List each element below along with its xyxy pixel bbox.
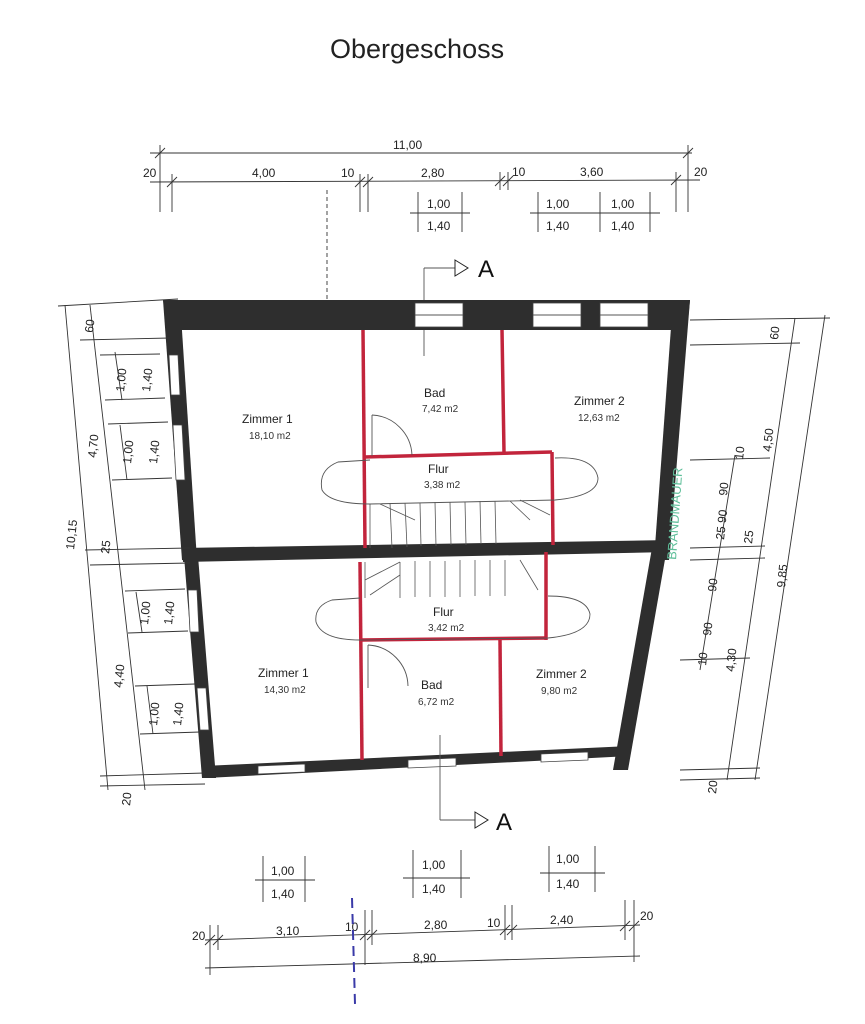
room-name-upper-bad: Bad: [424, 386, 445, 400]
dim-left-100-d: 1,00: [146, 701, 162, 726]
room-area-upper-zimmer1: 18,10 m2: [249, 431, 291, 442]
dim-left-470: 4,70: [85, 433, 101, 458]
brandmauer-stamp: BRANDMAUER: [664, 467, 685, 560]
dim-top-win1-h: 1,40: [427, 219, 451, 233]
room-area-upper-bad: 7,42 m2: [422, 404, 459, 415]
building-walls: [163, 300, 690, 778]
room-name-upper-zimmer2: Zimmer 2: [574, 394, 625, 408]
section-label-top: A: [478, 256, 494, 283]
dim-bottom-310: 3,10: [276, 924, 300, 938]
room-name-lower-flur: Flur: [433, 605, 454, 619]
dim-bottom-win2-w: 1,00: [422, 858, 446, 872]
dim-left-20: 20: [119, 791, 134, 806]
dim-right-25: 25: [741, 529, 756, 544]
dim-top-total: 11,00: [393, 138, 422, 152]
dim-right-60: 60: [767, 325, 782, 340]
section-marker-bottom: A: [439, 735, 512, 836]
dim-top-win2-w: 1,00: [546, 197, 570, 211]
right-dimensions: 60 4,50 10 90 25 90 25 9,85 90 90 10 4,3…: [679, 314, 831, 794]
dim-top-win3-w: 1,00: [611, 197, 635, 211]
dim-right-20: 20: [705, 779, 720, 794]
section-label-bottom: A: [496, 809, 512, 836]
room-name-upper-zimmer1: Zimmer 1: [242, 412, 293, 426]
dim-left-1015: 10,15: [63, 519, 80, 551]
dim-bottom-240: 2,40: [550, 913, 574, 927]
dim-bottom-win2-h: 1,40: [422, 882, 446, 896]
dim-bottom-20-left: 20: [192, 929, 206, 943]
dim-bottom-10-a: 10: [345, 920, 359, 934]
dim-top-win2-h: 1,40: [546, 219, 570, 233]
dim-top-20-left: 20: [143, 166, 157, 180]
room-labels: Zimmer 1 18,10 m2 Bad 7,42 m2 Zimmer 2 1…: [242, 386, 625, 708]
dim-top-win1-w: 1,00: [427, 197, 451, 211]
dim-top-280: 2,80: [421, 166, 445, 180]
dim-right-90-b: 90: [705, 577, 720, 592]
dim-bottom-win1-h: 1,40: [271, 887, 295, 901]
dim-top-20-right: 20: [694, 165, 708, 179]
room-area-lower-bad: 6,72 m2: [418, 697, 455, 708]
plan-title: Obergeschoss: [330, 34, 504, 64]
room-area-upper-flur: 3,38 m2: [424, 480, 461, 491]
dim-right-430: 4,30: [723, 647, 739, 672]
room-area-lower-zimmer1: 14,30 m2: [264, 685, 306, 696]
dim-left-60: 60: [82, 318, 97, 333]
doors-and-stairs: [315, 414, 599, 688]
dim-right-10-a: 10: [732, 445, 747, 460]
dim-top-400: 4,00: [252, 166, 276, 180]
dim-top-10-b: 10: [512, 165, 526, 179]
room-area-upper-zimmer2: 12,63 m2: [578, 413, 620, 424]
dim-bottom-20-right: 20: [640, 909, 654, 923]
room-area-lower-flur: 3,42 m2: [428, 623, 465, 634]
bottom-dimensions: 1,00 1,40 1,00 1,40 1,00 1,40 20 3,10 1: [192, 846, 654, 975]
room-name-upper-flur: Flur: [428, 462, 449, 476]
dim-left-140-b: 1,40: [146, 439, 162, 464]
dim-left-25: 25: [98, 539, 113, 554]
dim-right-90-a: 90: [716, 481, 731, 496]
dim-left-140-a: 1,40: [139, 367, 155, 392]
dim-right-985: 9,85: [774, 563, 790, 588]
dim-left-100-b: 1,00: [120, 439, 136, 464]
room-name-lower-bad: Bad: [421, 678, 442, 692]
left-dimensions: 60 1,00 1,40 4,70 1,00 1,40 10,15 25 1,0…: [57, 298, 206, 806]
dim-bottom-10-b: 10: [487, 916, 501, 930]
dim-bottom-total: 8,90: [413, 951, 437, 965]
dim-top-win3-h: 1,40: [611, 219, 635, 233]
dim-right-25-90: 25 90: [713, 509, 730, 541]
room-name-lower-zimmer2: Zimmer 2: [536, 667, 587, 681]
room-area-lower-zimmer2: 9,80 m2: [541, 686, 578, 697]
dim-top-360: 3,60: [580, 165, 604, 179]
dim-bottom-win3-h: 1,40: [556, 877, 580, 891]
scan-mark: [351, 897, 356, 1005]
room-name-lower-zimmer1: Zimmer 1: [258, 666, 309, 680]
dim-right-10-b: 10: [695, 651, 710, 666]
dim-left-100-a: 1,00: [113, 367, 129, 392]
dim-left-100-c: 1,00: [137, 600, 153, 625]
dim-right-90-c: 90: [700, 621, 715, 636]
top-dimensions: 11,00 20 4,00 10 2,80 10 3,60 20 1,00 1,…: [143, 138, 708, 300]
dim-bottom-win1-w: 1,00: [271, 864, 295, 878]
dim-right-450: 4,50: [760, 427, 776, 452]
dim-left-140-c: 1,40: [161, 600, 177, 625]
dim-left-440: 4,40: [111, 663, 127, 688]
dim-bottom-win3-w: 1,00: [556, 852, 580, 866]
dim-bottom-280: 2,80: [424, 918, 448, 932]
dim-left-140-d: 1,40: [170, 701, 186, 726]
dim-top-10-a: 10: [341, 166, 355, 180]
